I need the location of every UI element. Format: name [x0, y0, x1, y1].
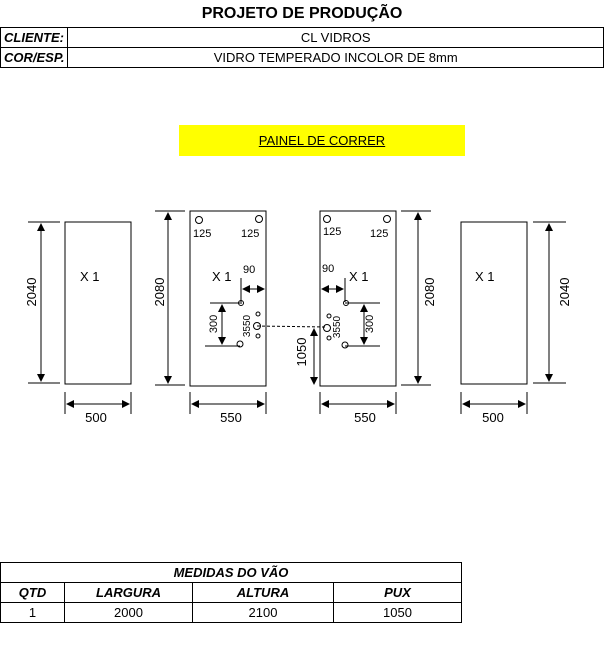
- measurements-caption: MEDIDAS DO VÃO: [0, 562, 462, 583]
- hole-icon: [341, 341, 349, 349]
- header-info-table: CLIENTE: CL VIDROS COR/ESP. VIDRO TEMPER…: [0, 27, 604, 68]
- slide-left-hole-left: 125: [193, 228, 211, 240]
- panel-slide-right: [319, 210, 397, 387]
- hole-icon: [343, 300, 349, 306]
- cell-largura: 2000: [64, 602, 193, 623]
- cell-qtd: 1: [0, 602, 65, 623]
- slide-right-handle-spacing: 300: [364, 315, 376, 333]
- col-header-qtd: QTD: [0, 582, 65, 603]
- fixed-left-height-label: 2040: [24, 278, 39, 307]
- panel-type-banner: PAINEL DE CORRER: [179, 125, 465, 156]
- hole-icon: [323, 215, 331, 223]
- hole-icon: [255, 311, 261, 317]
- panel-slide-left: [189, 210, 267, 387]
- hole-icon: [383, 215, 391, 223]
- slide-right-hole-left: 125: [323, 226, 341, 238]
- client-label: CLIENTE:: [0, 27, 69, 48]
- slide-left-width-label: 550: [220, 410, 242, 425]
- col-header-altura: ALTURA: [192, 582, 334, 603]
- slide-right-height-label: 2080: [422, 278, 437, 307]
- panel-fixed-right: [460, 221, 528, 385]
- slide-right-width-label: 550: [354, 410, 376, 425]
- slide-left-height-label: 2080: [152, 278, 167, 307]
- slide-right-qty: X 1: [349, 269, 369, 284]
- fixed-right-width-label: 500: [482, 410, 504, 425]
- slide-left-handle-spacing: 300: [208, 315, 220, 333]
- cell-altura: 2100: [192, 602, 334, 623]
- color-value: VIDRO TEMPERADO INCOLOR DE 8mm: [67, 47, 604, 68]
- hole-icon: [238, 300, 244, 306]
- measurements-table: MEDIDAS DO VÃO QTD LARGURA ALTURA PUX 1 …: [0, 562, 462, 623]
- fixed-right-qty: X 1: [475, 269, 495, 284]
- handle-hole-icon: [323, 324, 331, 332]
- slide-left-qty: X 1: [212, 269, 232, 284]
- handle-hole-icon: [253, 322, 261, 330]
- fixed-right-height-label: 2040: [557, 278, 572, 307]
- hole-icon: [255, 215, 263, 223]
- hole-icon: [326, 313, 332, 319]
- hole-icon: [195, 216, 203, 224]
- color-label: COR/ESP.: [0, 47, 69, 68]
- fixed-left-qty: X 1: [80, 269, 100, 284]
- slide-right-hole-right: 125: [370, 228, 388, 240]
- slide-left-edge-offset: 90: [243, 264, 255, 276]
- slide-right-handle-position: 3550: [332, 315, 343, 338]
- col-header-pux: PUX: [333, 582, 462, 603]
- fixed-left-width-label: 500: [85, 410, 107, 425]
- page-title: PROJETO DE PRODUÇÃO: [201, 5, 403, 22]
- hole-icon: [326, 335, 332, 341]
- panel-fixed-left: [64, 221, 132, 385]
- table-row: 1 2000 2100 1050: [0, 602, 462, 623]
- slide-left-handle-position: 3550: [242, 314, 253, 337]
- slide-right-edge-offset: 90: [322, 263, 334, 275]
- slide-left-hole-right: 125: [241, 228, 259, 240]
- hole-icon: [236, 340, 244, 348]
- handle-height-label: 1050: [294, 338, 309, 367]
- hole-icon: [255, 333, 261, 339]
- cell-pux: 1050: [333, 602, 462, 623]
- col-header-largura: LARGURA: [64, 582, 193, 603]
